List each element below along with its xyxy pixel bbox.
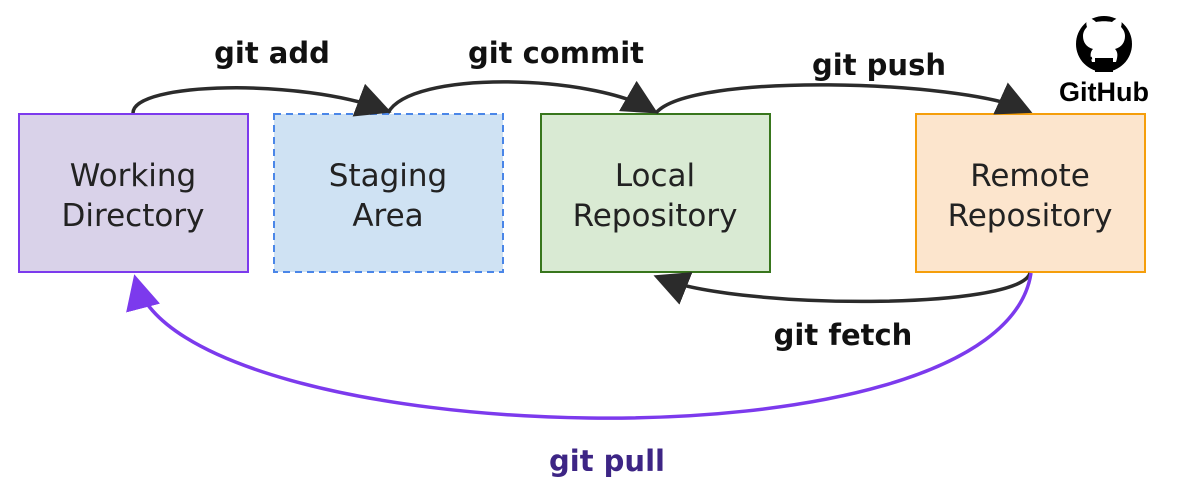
local-repository-label-line2: Repository [573,198,738,234]
staging-area-label-line1: Staging [329,158,447,194]
git-commit-label: git commit [468,36,644,70]
git-push-label: git push [812,48,946,82]
staging-area-box: Staging Area [273,113,504,273]
git-pull-arrow [126,272,1033,420]
git-fetch-label: git fetch [774,318,913,352]
remote-repository-rect [915,113,1146,273]
staging-area-label-line2: Area [352,198,423,234]
remote-repository-label-line2: Repository [948,198,1113,234]
remote-repository-box: Remote Repository [915,113,1146,273]
staging-area-rect [273,113,504,273]
working-directory-box: Working Directory [18,113,249,273]
git-push-arrow [654,82,1033,115]
git-add-label: git add [214,36,330,70]
git-commit-arrow [386,80,659,114]
working-directory-rect [18,113,249,273]
github-octocat-icon [1076,16,1132,72]
local-repository-box: Local Repository [540,113,771,273]
github-logo-text: GitHub [1059,77,1149,107]
local-repository-rect [540,113,771,273]
working-directory-label-line2: Directory [62,198,205,234]
git-fetch-arrow [653,272,1032,305]
local-repository-label-line1: Local [615,158,695,194]
working-directory-label-line1: Working [70,158,196,194]
git-pull-label: git pull [549,444,665,478]
remote-repository-label-line1: Remote [970,158,1090,194]
git-add-arrow [131,83,392,117]
github-logo: GitHub [1059,16,1149,107]
